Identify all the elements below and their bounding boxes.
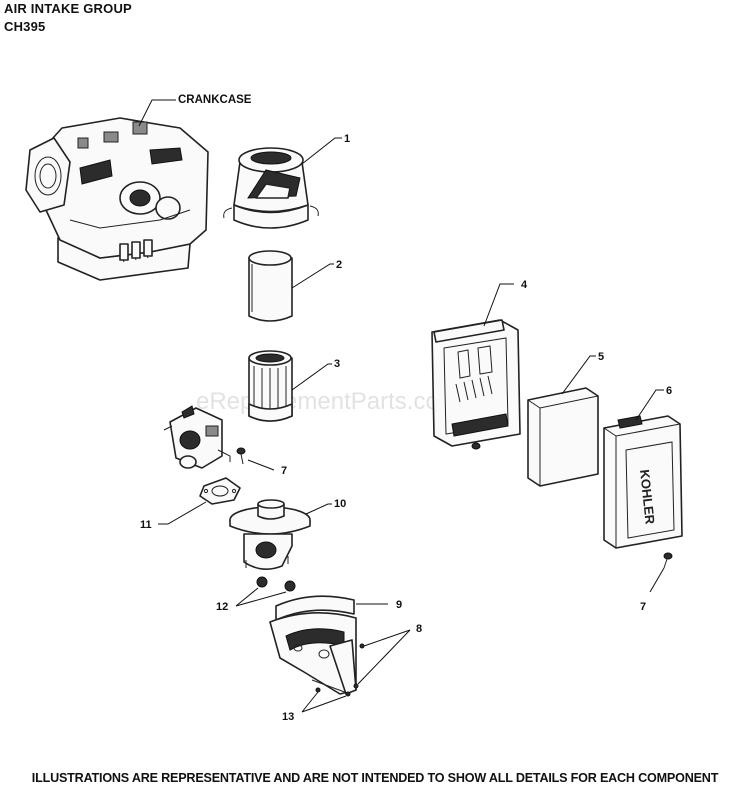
carburetor-drawing	[163, 405, 231, 469]
callout-4: 4	[521, 279, 528, 291]
callout-10: 10	[334, 498, 346, 510]
part-7a-drawing	[236, 447, 246, 465]
part-8-drawing	[353, 643, 365, 689]
callout-12: 12	[216, 601, 228, 613]
part-12-drawing	[256, 576, 296, 592]
part-4-drawing	[431, 319, 521, 450]
part-2-drawing	[248, 250, 293, 322]
crankcase-drawing	[25, 117, 209, 281]
callout-9: 9	[396, 599, 402, 611]
callout-8: 8	[416, 623, 422, 635]
kohler-brand-text: KOHLER	[637, 469, 658, 526]
callout-7-left: 7	[281, 465, 287, 477]
model-number: CH395	[4, 19, 46, 34]
diagram-title: AIR INTAKE GROUP	[4, 1, 132, 16]
part-10-drawing	[229, 499, 311, 570]
callout-crankcase: CRANKCASE	[178, 94, 252, 106]
callout-6: 6	[666, 385, 672, 397]
part-5-drawing	[527, 387, 599, 487]
watermark-text: eReplacementParts.com	[196, 388, 459, 415]
callout-13: 13	[282, 711, 294, 723]
callout-1: 1	[344, 133, 350, 145]
part-6-drawing: KOHLER	[603, 415, 683, 549]
part-11-drawing	[199, 477, 241, 505]
part-7b-drawing	[663, 552, 673, 569]
callout-5: 5	[598, 351, 604, 363]
part-9-drawing	[269, 595, 357, 695]
part-1-drawing	[223, 147, 319, 229]
callout-3: 3	[334, 358, 340, 370]
callout-2: 2	[336, 259, 342, 271]
callout-7-right: 7	[640, 601, 646, 613]
callout-11: 11	[140, 519, 152, 531]
disclaimer-footer: ILLUSTRATIONS ARE REPRESENTATIVE AND ARE…	[31, 771, 719, 785]
part-3-drawing	[248, 350, 293, 422]
